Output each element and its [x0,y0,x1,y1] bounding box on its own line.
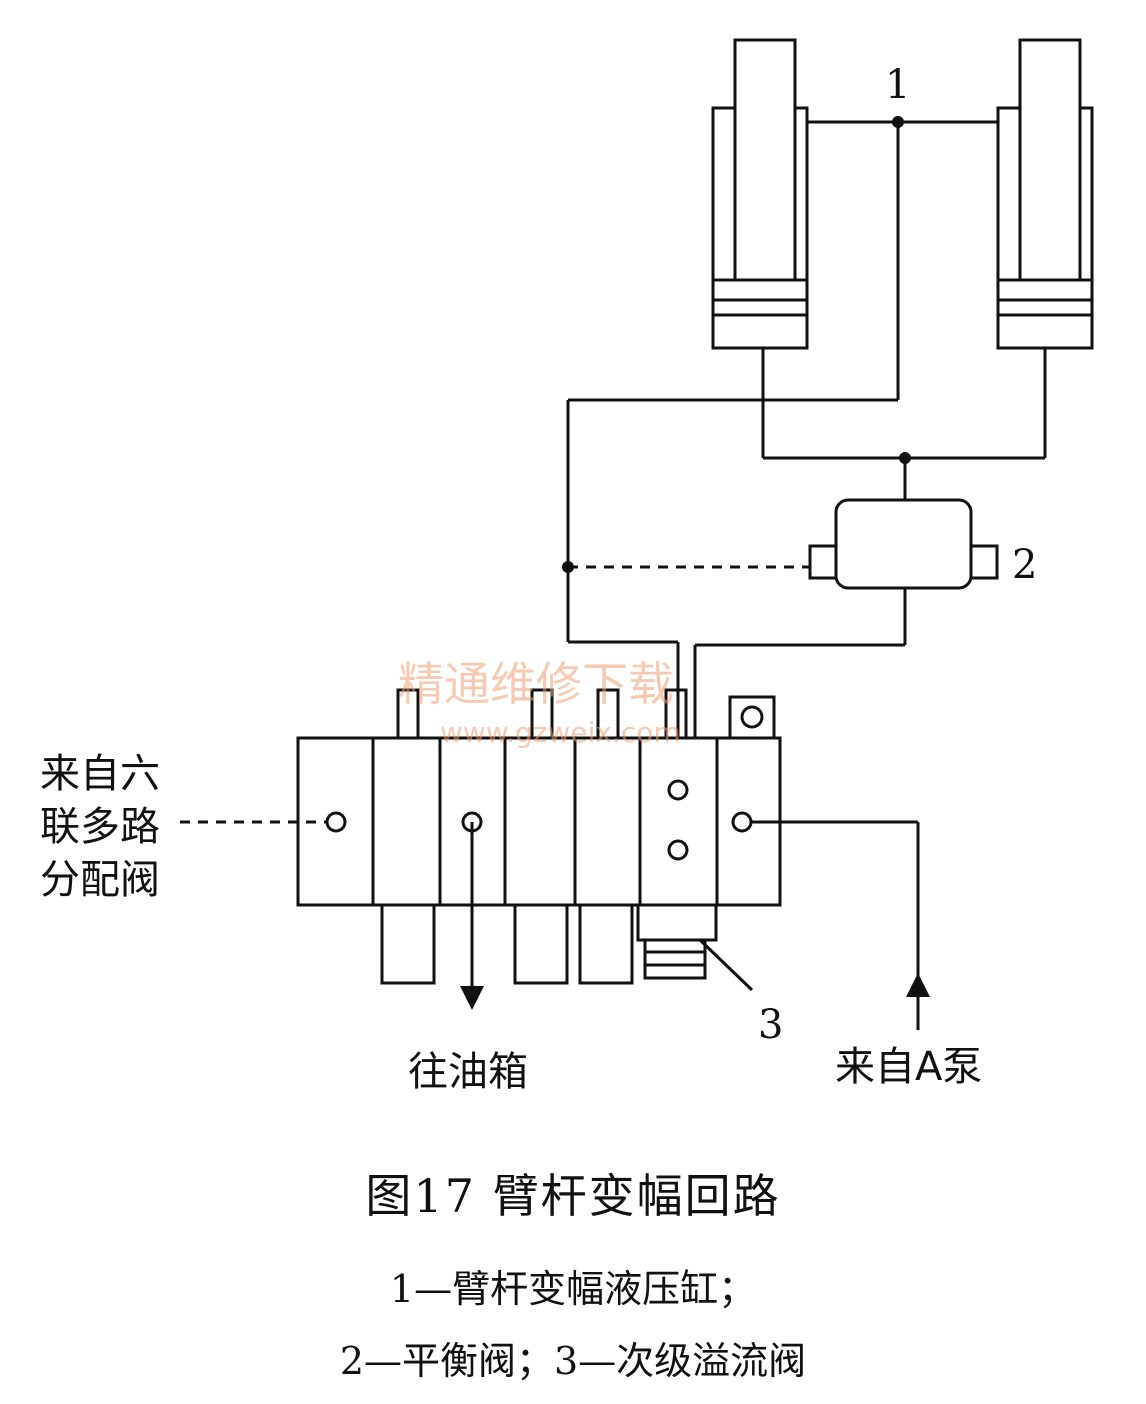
cylinder-right [996,38,1094,350]
label-part-3: 3 [758,1002,783,1048]
label-from-six-way-valve-line2: 联多路 [40,804,160,850]
balance-valve [808,498,999,590]
label-from-six-way-valve-line1: 来自六 [40,751,160,797]
pump-a-input-line [750,820,930,1030]
watermark-text: 精通维修下载 [398,657,674,711]
cylinder-left [711,38,809,350]
legend-line-1: 1—臂杆变幅液压缸； [389,1267,757,1311]
hydraulic-circuit-diagram: 精通维修下载 www.gzweix.com 1 2 3 来自六 联多路 分配阀 … [40,38,1094,1095]
secondary-relief-valve [636,903,754,992]
label-from-six-way-valve-line3: 分配阀 [40,857,160,903]
junction-dot [892,116,904,128]
watermark-url: www.gzweix.com [440,716,681,749]
legend-line-2: 2—平衡阀；3—次级溢流阀 [339,1339,807,1383]
label-part-2: 2 [1012,542,1037,588]
label-from-pump-a: 来自A泵 [835,1044,982,1090]
junction-dot [562,561,574,573]
multi-way-valve [296,688,782,985]
junction-dot [899,452,911,464]
label-to-tank: 往油箱 [408,1049,528,1095]
figure-title: 图17 臂杆变幅回路 [365,1169,781,1223]
label-part-1: 1 [885,62,910,108]
